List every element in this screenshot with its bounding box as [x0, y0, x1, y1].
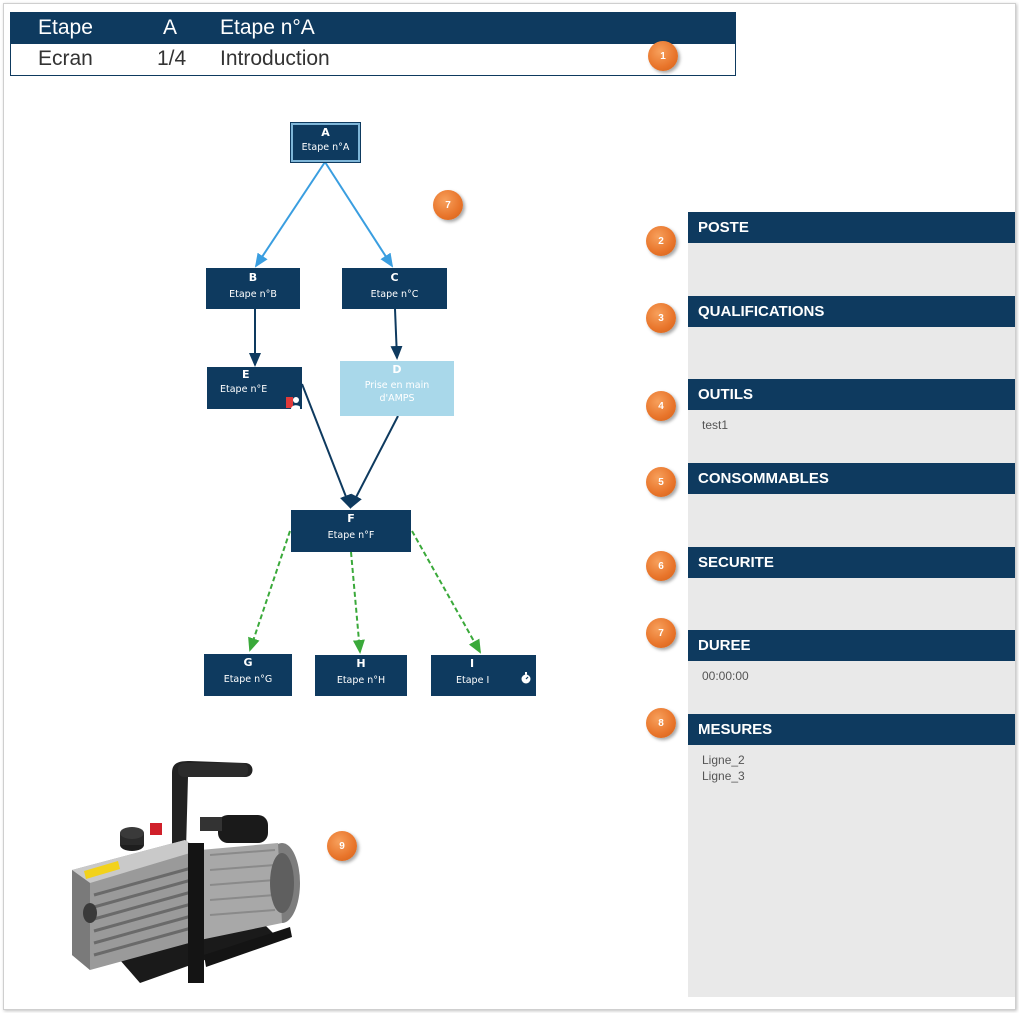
node-d-label: D	[392, 363, 402, 376]
section-mesures-value-1: Ligne_2	[702, 753, 745, 767]
arrow-a-c	[324, 161, 394, 268]
callout-badge-6: 6	[646, 551, 676, 581]
step-header-table: Etape A Etape n°A Ecran 1/4 Introduction	[10, 12, 736, 76]
callout-badge-4: 4	[646, 391, 676, 421]
node-g-label: G	[243, 656, 253, 669]
node-h-label: H	[356, 657, 366, 670]
node-h-text: Etape n°H	[336, 675, 386, 686]
section-duree-value: 00:00:00	[702, 669, 749, 683]
arrow-e-f	[301, 383, 352, 509]
flow-node-i[interactable]: I Etape I	[431, 655, 536, 696]
stopwatch-icon	[520, 669, 532, 684]
arrow-f-g	[248, 530, 291, 652]
node-b-label: B	[248, 271, 258, 284]
node-f-text: Etape n°F	[327, 530, 375, 541]
section-outils-value: test1	[702, 418, 729, 432]
screen-title: Introduction	[220, 47, 330, 70]
section-poste-title: POSTE	[698, 219, 749, 236]
callout-badge-9: 9	[327, 831, 357, 861]
screen-header-row: Ecran 1/4 Introduction	[11, 44, 735, 74]
callout-badge-8: 8	[646, 708, 676, 738]
section-mesures-title: MESURES	[698, 721, 773, 738]
flow-node-d[interactable]: D Prise en main d'AMPS	[340, 361, 454, 416]
section-poste-header: POSTE	[688, 212, 1015, 243]
step-label: Etape	[38, 16, 93, 39]
node-a-text: Etape n°A	[301, 142, 350, 153]
node-f-label: F	[347, 512, 355, 525]
section-qualifications-header: QUALIFICATIONS	[688, 296, 1015, 327]
node-g-text: Etape n°G	[223, 674, 273, 685]
section-duree-header: DUREE	[688, 630, 1015, 661]
section-duree-title: DUREE	[698, 637, 751, 654]
section-securite-title: SECURITE	[698, 554, 774, 571]
screen-label: Ecran	[38, 47, 93, 70]
callout-badge-2: 2	[646, 226, 676, 256]
flow-node-f[interactable]: F Etape n°F	[291, 510, 411, 552]
flow-node-c[interactable]: C Etape n°C	[342, 268, 447, 309]
section-outils-header: OUTILS	[688, 379, 1015, 410]
node-b-text: Etape n°B	[229, 289, 277, 300]
arrow-f-h	[350, 551, 365, 654]
node-d-text-2: d'AMPS	[379, 393, 415, 404]
step-title: Etape n°A	[220, 16, 315, 39]
node-e-text: Etape n°E	[220, 384, 268, 395]
node-i-text: Etape I	[456, 675, 490, 686]
user-badge-icon	[286, 394, 301, 409]
node-c-text: Etape n°C	[370, 289, 419, 300]
section-mesures-header: MESURES	[688, 714, 1015, 745]
node-d-text-1: Prise en main	[364, 380, 430, 391]
flow-node-e[interactable]: E Etape n°E	[207, 367, 302, 409]
callout-badge-3: 3	[646, 303, 676, 333]
section-outils-title: OUTILS	[698, 386, 753, 403]
section-qualifications-title: QUALIFICATIONS	[698, 303, 825, 320]
flow-node-a[interactable]: A Etape n°A	[290, 122, 361, 163]
arrow-a-b	[254, 161, 326, 268]
section-consommables-title: CONSOMMABLES	[698, 470, 829, 487]
callout-badge-5: 5	[646, 467, 676, 497]
section-securite-header: SECURITE	[688, 547, 1015, 578]
callout-badge-7: 7	[646, 618, 676, 648]
node-a-label: A	[321, 126, 330, 139]
callout-badge-1: 1	[648, 41, 678, 71]
arrow-d-f	[350, 415, 399, 509]
flowchart-connectors	[248, 161, 481, 654]
arrow-f-i	[411, 530, 481, 654]
section-mesures-value-2: Ligne_3	[702, 769, 745, 783]
arrow-c-d	[390, 308, 403, 360]
step-id: A	[163, 16, 178, 39]
node-e-label: E	[242, 368, 250, 381]
screen-counter: 1/4	[157, 47, 187, 70]
flow-node-b[interactable]: B Etape n°B	[206, 268, 300, 309]
info-panel	[688, 212, 1015, 997]
flow-node-h[interactable]: H Etape n°H	[315, 655, 407, 696]
section-consommables-header: CONSOMMABLES	[688, 463, 1015, 494]
callout-badge-7-flow: 7	[433, 190, 463, 220]
step-header-row: Etape A Etape n°A	[11, 13, 735, 44]
flow-node-g[interactable]: G Etape n°G	[204, 654, 292, 696]
node-i-label: I	[470, 657, 475, 670]
vacuum-pump-image	[72, 761, 300, 983]
node-c-label: C	[390, 271, 399, 284]
